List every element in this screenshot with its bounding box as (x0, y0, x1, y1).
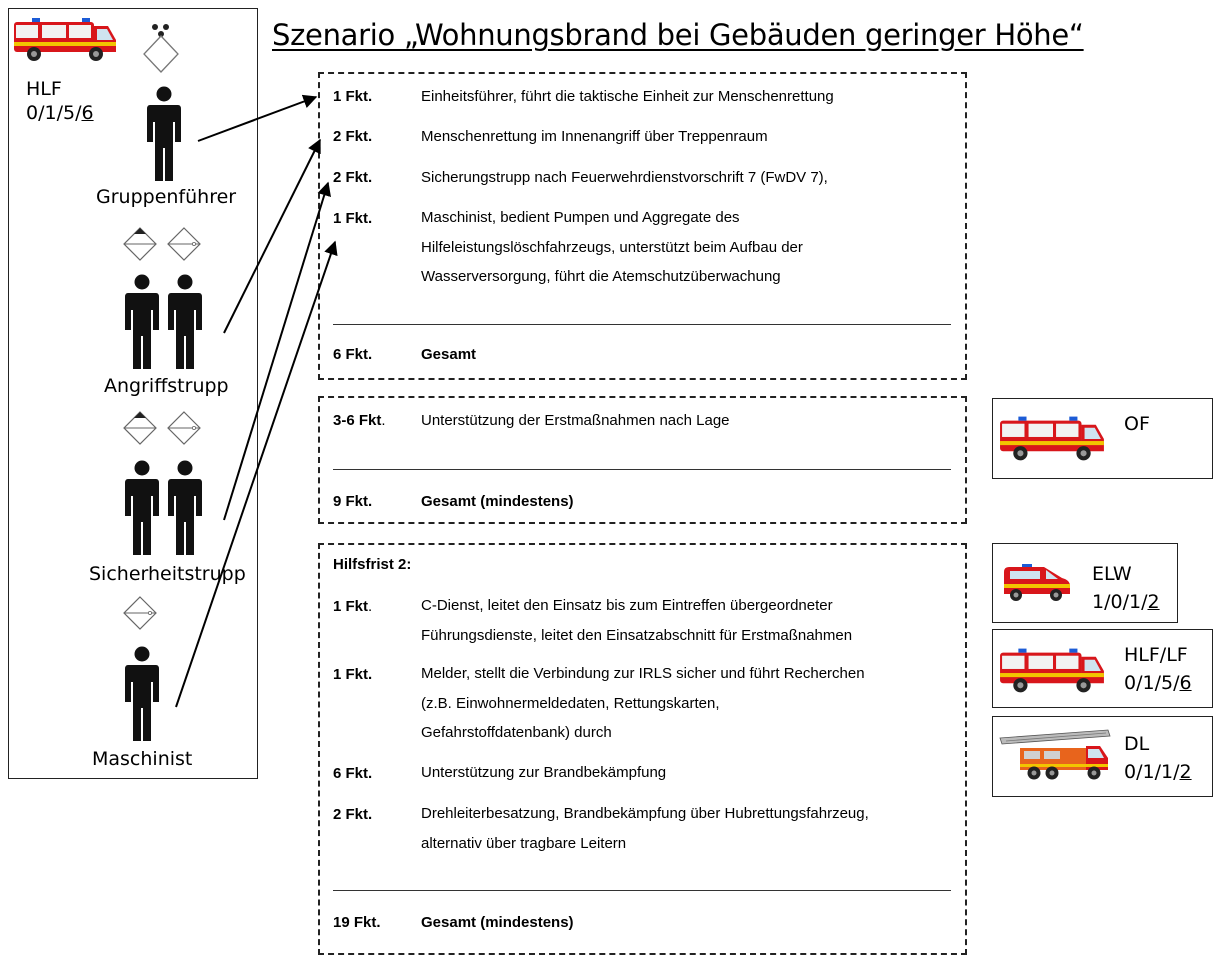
box3-desc-4-line-1: Drehleiterbesatzung, Brandbekämpfung übe… (421, 805, 869, 822)
safety-troop-rank-icons (123, 411, 201, 445)
fire-truck-icon (14, 18, 116, 61)
box2-desc: Unterstützung der Erstmaßnahmen nach Lag… (421, 412, 730, 429)
box3-desc-2-line-3: Gefahrstoffdatenbank) durch (421, 724, 612, 741)
vehicle-hlf-lf-strength: 0/1/5/6 (1124, 669, 1192, 697)
person-icon-maschinist (125, 646, 159, 741)
box1-count-1: 1 Fkt. (333, 88, 373, 105)
role-label-angriffstrupp: Angriffstrupp (104, 375, 229, 397)
box1-desc-3: Sicherungstrupp nach Feuerwehrdienstvors… (421, 169, 828, 186)
role-label-maschinist: Maschinist (92, 748, 193, 770)
box3-total-count: 19 Fkt. (333, 914, 381, 931)
person-icon-angriffstrupp-1 (125, 274, 159, 369)
person-icon-angriffstrupp-2 (168, 274, 202, 369)
box3-count-4: 2 Fkt. (333, 806, 373, 823)
box3-desc-2-line-2: (z.B. Einwohnermeldedaten, Rettungskarte… (421, 694, 720, 712)
page-title: Szenario „Wohnungsbrand bei Gebäuden ger… (272, 18, 1084, 52)
box2-count-dot: . (381, 412, 386, 429)
vehicle-elw-prefix: 1/0/1/ (1092, 591, 1148, 613)
vehicle-dl-total: 2 (1179, 761, 1192, 783)
box3-desc-2: Melder, stellt die Verbindung zur IRLS s… (421, 659, 865, 748)
box1-count-2: 2 Fkt. (333, 128, 373, 145)
vehicle-elw-strength: 1/0/1/2 (1092, 588, 1160, 616)
box2-separator (333, 469, 951, 470)
vehicle-hlf-lf-total: 6 (1179, 672, 1192, 694)
box3-heading: Hilfsfrist 2: (333, 556, 412, 573)
box3-desc-1: C-Dienst, leitet den Einsatz bis zum Ein… (421, 591, 852, 650)
machinist-rank-icon (123, 596, 157, 630)
vehicle-dl-prefix: 0/1/1/ (1124, 761, 1180, 783)
vehicle-elw-total: 2 (1147, 591, 1160, 613)
box1-desc-4-line-3: Wasserversorgung, führt die Atemschutzüb… (421, 268, 781, 285)
person-icon-sicherheitstrupp-1 (125, 460, 159, 555)
box1-desc-4-line-2: Hilfeleistungslöschfahrzeugs, unterstütz… (421, 238, 803, 256)
box3-desc-1-line-2: Führungsdienste, leitet den Einsatzabsch… (421, 626, 853, 644)
first-unit-box (318, 72, 967, 380)
box3-count-2: 1 Fkt. (333, 666, 373, 683)
fire-truck-icon (1000, 416, 1104, 461)
hlf-strength-total: 6 (81, 102, 94, 124)
support-box (318, 396, 967, 524)
box1-desc-4-line-1: Maschinist, bedient Pumpen und Aggregate… (421, 209, 740, 226)
arrow-maschinist (175, 240, 338, 708)
box1-count-4: 1 Fkt. (333, 210, 373, 227)
role-label-sicherheitstrupp: Sicherheitstrupp (89, 563, 246, 585)
hlf-label: HLF (26, 78, 62, 100)
box3-desc-3: Unterstützung zur Brandbekämpfung (421, 764, 667, 781)
attack-troop-rank-icons (123, 227, 201, 261)
box1-desc-2: Menschenrettung im Innenangriff über Tre… (421, 128, 768, 145)
box2-count: 3-6 Fkt. (333, 412, 386, 429)
vehicle-of-name: OF (1124, 413, 1150, 435)
box1-count-3: 2 Fkt. (333, 169, 373, 186)
vehicle-hlf-lf-name: HLF/LF (1124, 644, 1188, 666)
vehicle-dl-strength: 0/1/1/2 (1124, 758, 1192, 786)
box3-desc-2-line-1: Melder, stellt die Verbindung zur IRLS s… (421, 665, 865, 682)
box3-count-3: 6 Fkt. (333, 765, 373, 782)
role-label-gruppenfuehrer: Gruppenführer (96, 186, 237, 208)
box1-desc-4: Maschinist, bedient Pumpen und Aggregate… (421, 203, 803, 292)
box3-separator (333, 890, 951, 891)
box2-total-count: 9 Fkt. (333, 493, 373, 510)
arrow-angriffstrupp (223, 138, 321, 334)
turntable-ladder-icon (999, 729, 1111, 780)
arrow-gruppenfuehrer (197, 94, 318, 142)
fire-truck-icon (1000, 648, 1104, 693)
vehicle-dl-name: DL (1124, 733, 1150, 755)
vehicle-elw-name: ELW (1092, 563, 1132, 585)
arrow-sicherheitstrupp (223, 181, 331, 521)
hlf-strength-prefix: 0/1/5/ (26, 102, 82, 124)
vehicle-hlf-lf: HLF/LF 0/1/5/6 (1124, 641, 1192, 697)
box3-count-1-dot: . (368, 598, 373, 615)
box2-total-label: Gesamt (mindestens) (421, 493, 574, 510)
hlf-strength: 0/1/5/6 (26, 102, 94, 124)
group-leader-rank-icon (143, 24, 179, 73)
box1-total-label: Gesamt (421, 346, 477, 363)
box3-count-1-bold: 1 Fkt (333, 598, 369, 615)
command-van-icon (1004, 564, 1070, 601)
vehicle-dl: DL 0/1/1/2 (1124, 730, 1192, 786)
vehicle-hlf-lf-prefix: 0/1/5/ (1124, 672, 1180, 694)
box1-desc-1: Einheitsführer, führt die taktische Einh… (421, 88, 834, 105)
box2-count-bold: 3-6 Fkt (333, 412, 382, 429)
person-icon-sicherheitstrupp-2 (168, 460, 202, 555)
box3-desc-4: Drehleiterbesatzung, Brandbekämpfung übe… (421, 799, 869, 858)
box3-desc-1-line-1: C-Dienst, leitet den Einsatz bis zum Ein… (421, 597, 833, 614)
box3-count-1: 1 Fkt. (333, 598, 372, 615)
vehicle-elw: ELW 1/0/1/2 (1092, 560, 1160, 616)
box3-desc-4-line-2: alternativ über tragbare Leitern (421, 834, 627, 852)
box1-separator (333, 324, 951, 325)
box1-total-count: 6 Fkt. (333, 346, 373, 363)
box3-total-label: Gesamt (mindestens) (421, 914, 574, 931)
person-icon-gruppenfuehrer (147, 86, 181, 181)
crew-panel (8, 8, 258, 779)
